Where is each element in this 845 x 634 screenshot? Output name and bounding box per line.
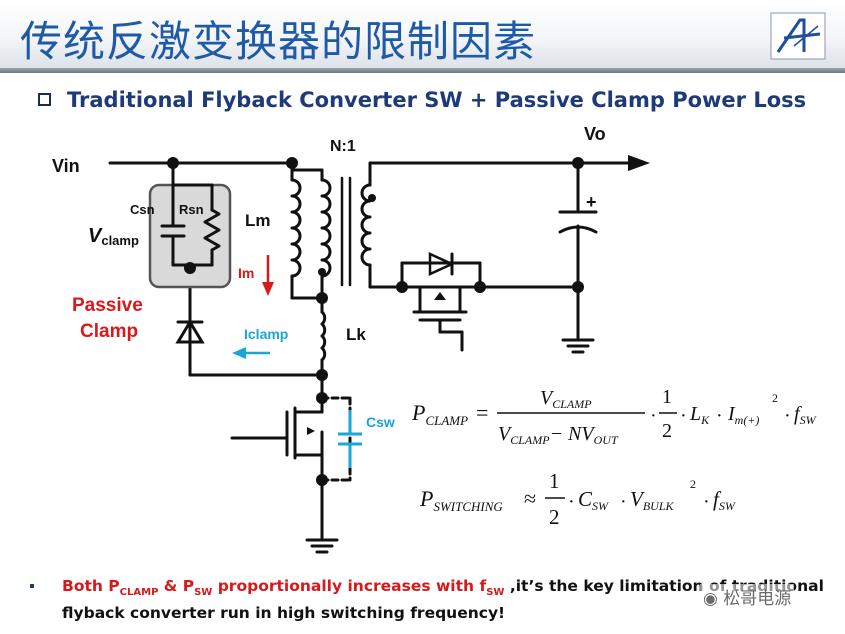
square-bullet-icon (38, 93, 51, 107)
label-lm: Lm (245, 211, 271, 230)
svg-text:2: 2 (662, 420, 672, 442)
svg-text:=: = (476, 400, 488, 425)
subtitle-row: Traditional Flyback Converter SW + Passi… (38, 88, 806, 112)
svg-text:·: · (620, 491, 627, 513)
svg-text:CSW: CSW (578, 487, 609, 513)
watermark: ◉ 松哥电源 (700, 584, 795, 609)
svg-text:Im(+): Im(+) (727, 403, 759, 427)
junction-dots (167, 157, 584, 486)
svg-text:2: 2 (772, 391, 778, 405)
slide-subtitle: Traditional Flyback Converter SW + Passi… (67, 88, 807, 112)
svg-text:·: · (680, 405, 687, 427)
label-csw: Csw (366, 414, 395, 430)
label-passive: Passive (72, 295, 143, 316)
clamp-diode (175, 319, 205, 344)
footnote-bullet-icon (30, 584, 34, 588)
svg-text:1: 1 (549, 469, 560, 493)
svg-text:LK: LK (689, 403, 710, 427)
label-vclamp: Vclamp (88, 225, 139, 248)
label-cap-plus: + (586, 192, 597, 212)
slide-header (0, 0, 845, 68)
svg-text:·: · (650, 405, 657, 427)
svg-text:PSWITCHING: PSWITCHING (419, 486, 503, 514)
label-turns-ratio: N:1 (330, 138, 356, 155)
svg-text:fSW: fSW (713, 487, 736, 513)
svg-text:1: 1 (662, 386, 672, 408)
sr-body-diode (428, 252, 456, 276)
csw-capacitor (338, 410, 362, 468)
im-arrow-icon (262, 255, 274, 296)
sr-mosfet-arrow (434, 292, 446, 300)
main-mosfet-arrow (307, 427, 315, 435)
label-rsn: Rsn (179, 202, 204, 217)
svg-text:2: 2 (690, 477, 696, 491)
label-vin: Vin (52, 156, 80, 176)
page-title: 传统反激变换器的限制因素 (20, 17, 537, 66)
label-csn: Csn (130, 202, 155, 217)
svg-text:VCLAMP− NVOUT: VCLAMP− NVOUT (498, 423, 619, 447)
label-clamp: Clamp (80, 321, 138, 342)
svg-text:PCLAMP: PCLAMP (411, 400, 468, 428)
svg-text:·: · (568, 491, 575, 513)
label-vo: Vo (584, 124, 606, 144)
svg-text:≈: ≈ (524, 486, 536, 511)
svg-text:VCLAMP: VCLAMP (540, 387, 592, 411)
svg-text:VBULK: VBULK (630, 487, 674, 513)
svg-text:·: · (784, 405, 791, 427)
vo-arrow-icon (628, 155, 650, 171)
label-lk: Lk (346, 325, 366, 344)
company-logo (770, 12, 826, 60)
formula-p-switching: PSWITCHING ≈ 1 2 · CSW · VBULK 2 · fSW (419, 469, 736, 529)
label-iclamp: Iclamp (244, 326, 288, 342)
svg-text:fSW: fSW (794, 403, 817, 427)
header-divider (0, 68, 845, 73)
svg-text:·: · (703, 491, 710, 513)
formula-p-clamp: PCLAMP = VCLAMP VCLAMP− NVOUT · 1 2 · LK… (411, 386, 817, 447)
svg-text:·: · (716, 405, 723, 427)
svg-text:2: 2 (549, 505, 560, 529)
label-im: Im (238, 265, 254, 281)
iclamp-arrow-icon (232, 347, 270, 359)
